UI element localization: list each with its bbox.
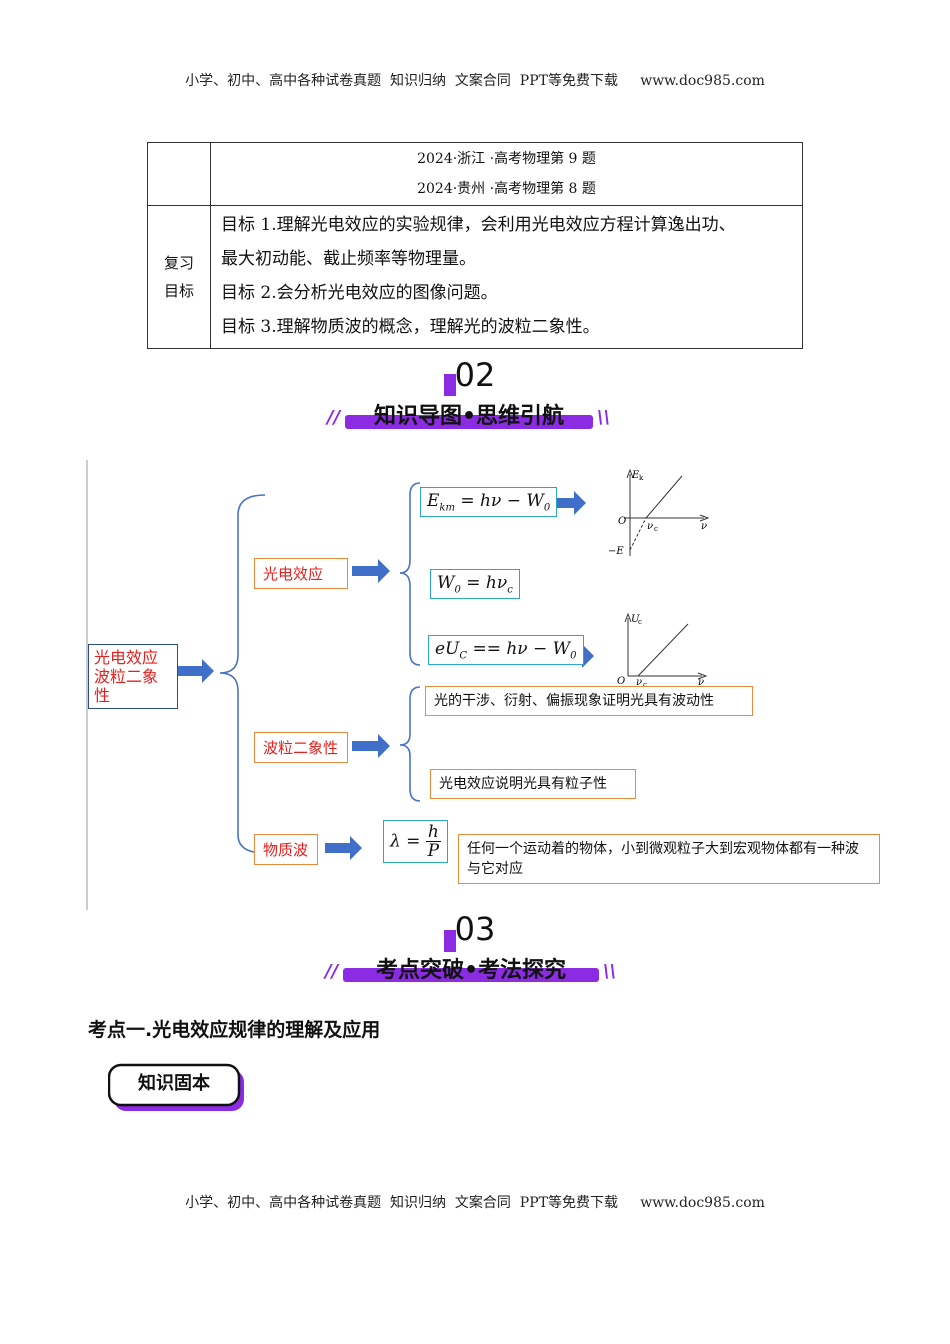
graph-ek-nu: E k O ν ν c −E xyxy=(608,468,710,557)
root-line: 波粒二象性 xyxy=(94,667,159,705)
graph2-xlabel: ν xyxy=(698,677,704,686)
page-footer: 小学、初中、高中各种试卷真题 知识归纳 文案合同 PPT等免费下载 www.do… xyxy=(185,1195,765,1211)
note-matter-wave: 任何一个运动着的物体，小到微观粒子大到宏观物体都有一种波与它对应 xyxy=(458,834,880,884)
review-label: 复习 xyxy=(163,254,194,272)
section-number-square xyxy=(444,374,456,396)
section-number: 03 xyxy=(454,910,496,948)
source-cell: 2024·浙江 ·高考物理第 9 题 2024·贵州 ·高考物理第 8 题 xyxy=(210,142,803,206)
banner-slash-left: // xyxy=(325,961,339,982)
graph1-xlabel: ν xyxy=(701,521,707,532)
branch-wave-particle: 波粒二象性 xyxy=(254,732,348,763)
banner-slash-left: // xyxy=(327,407,341,428)
page-header: 小学、初中、高中各种试卷真题 知识归纳 文案合同 PPT等免费下载 www.do… xyxy=(185,73,765,89)
goals-cell: 目标 1.理解光电效应的实验规律，会利用光电效应方程计算逸出功、 最大初动能、截… xyxy=(210,205,803,349)
root-line: 光电效应 xyxy=(94,648,159,667)
graph2-ysub: c xyxy=(638,618,642,626)
table-empty-cell xyxy=(147,142,211,206)
formula-einstein: Ekm = hν − W0 xyxy=(420,487,558,518)
goal-line: 目标 2.会分析光电效应的图像问题。 xyxy=(221,283,498,303)
banner-underline xyxy=(343,968,599,982)
section-title: 知识导图•思维引航 xyxy=(373,404,565,429)
review-goal-label: 复习 目标 xyxy=(147,205,211,349)
source-line: 2024·贵州 ·高考物理第 8 题 xyxy=(417,181,596,197)
graph2-cutoff: ν xyxy=(636,677,642,686)
graph1-cutoff-sub: c xyxy=(654,525,658,533)
section-number: 02 xyxy=(454,356,496,394)
review-table: 2024·浙江 ·高考物理第 9 题 2024·贵州 ·高考物理第 8 题 复习… xyxy=(147,142,803,349)
knowledge-tag: 知识固本 xyxy=(108,1063,246,1113)
topic-heading: 考点一.光电效应规律的理解及应用 xyxy=(88,1019,381,1041)
banner-slash-right: \\ xyxy=(597,407,611,428)
graph1-origin: O xyxy=(618,516,626,527)
graph1-cutoff: ν xyxy=(647,521,653,532)
banner-slash-right: \\ xyxy=(603,961,617,982)
section-number-square xyxy=(444,930,456,952)
branch-matter-wave: 物质波 xyxy=(254,834,318,865)
graph1-ylabel: E xyxy=(631,470,640,481)
goal-line: 目标 1.理解光电效应的实验规律，会利用光电效应方程计算逸出功、 xyxy=(221,215,736,235)
note-wave-nature: 光的干涉、衍射、偏振现象证明光具有波动性 xyxy=(425,686,753,716)
graph1-ysub: k xyxy=(639,474,644,482)
graph2-origin: O xyxy=(617,676,625,686)
source-line: 2024·浙江 ·高考物理第 9 题 xyxy=(417,151,596,167)
graph1-negative: −E xyxy=(608,546,624,557)
tag-frame xyxy=(108,1063,244,1111)
note-particle-nature: 光电效应说明光具有粒子性 xyxy=(430,769,636,799)
formula-stopping-voltage: eUC == hν − W0 xyxy=(428,635,584,666)
section-title: 考点突破•考法探究 xyxy=(375,958,567,983)
branch-photoelectric: 光电效应 xyxy=(254,558,348,589)
goal-label: 目标 xyxy=(163,282,194,300)
mindmap-root: 光电效应 波粒二象性 xyxy=(88,644,178,709)
goal-line: 目标 3.理解物质波的概念，理解光的波粒二象性。 xyxy=(221,317,600,337)
goal-line: 最大初动能、截止频率等物理量。 xyxy=(221,249,476,269)
graph2-ylabel: U xyxy=(631,614,640,625)
formula-de-broglie: λ = h P xyxy=(383,820,448,863)
banner-underline xyxy=(345,415,593,429)
graph-uc-nu: U c O ν ν c xyxy=(617,612,708,686)
formula-work-function: W0 = hνc xyxy=(430,569,520,600)
tag-label: 知识固本 xyxy=(138,1073,210,1094)
graph2-cutoff-sub: c xyxy=(643,681,647,686)
